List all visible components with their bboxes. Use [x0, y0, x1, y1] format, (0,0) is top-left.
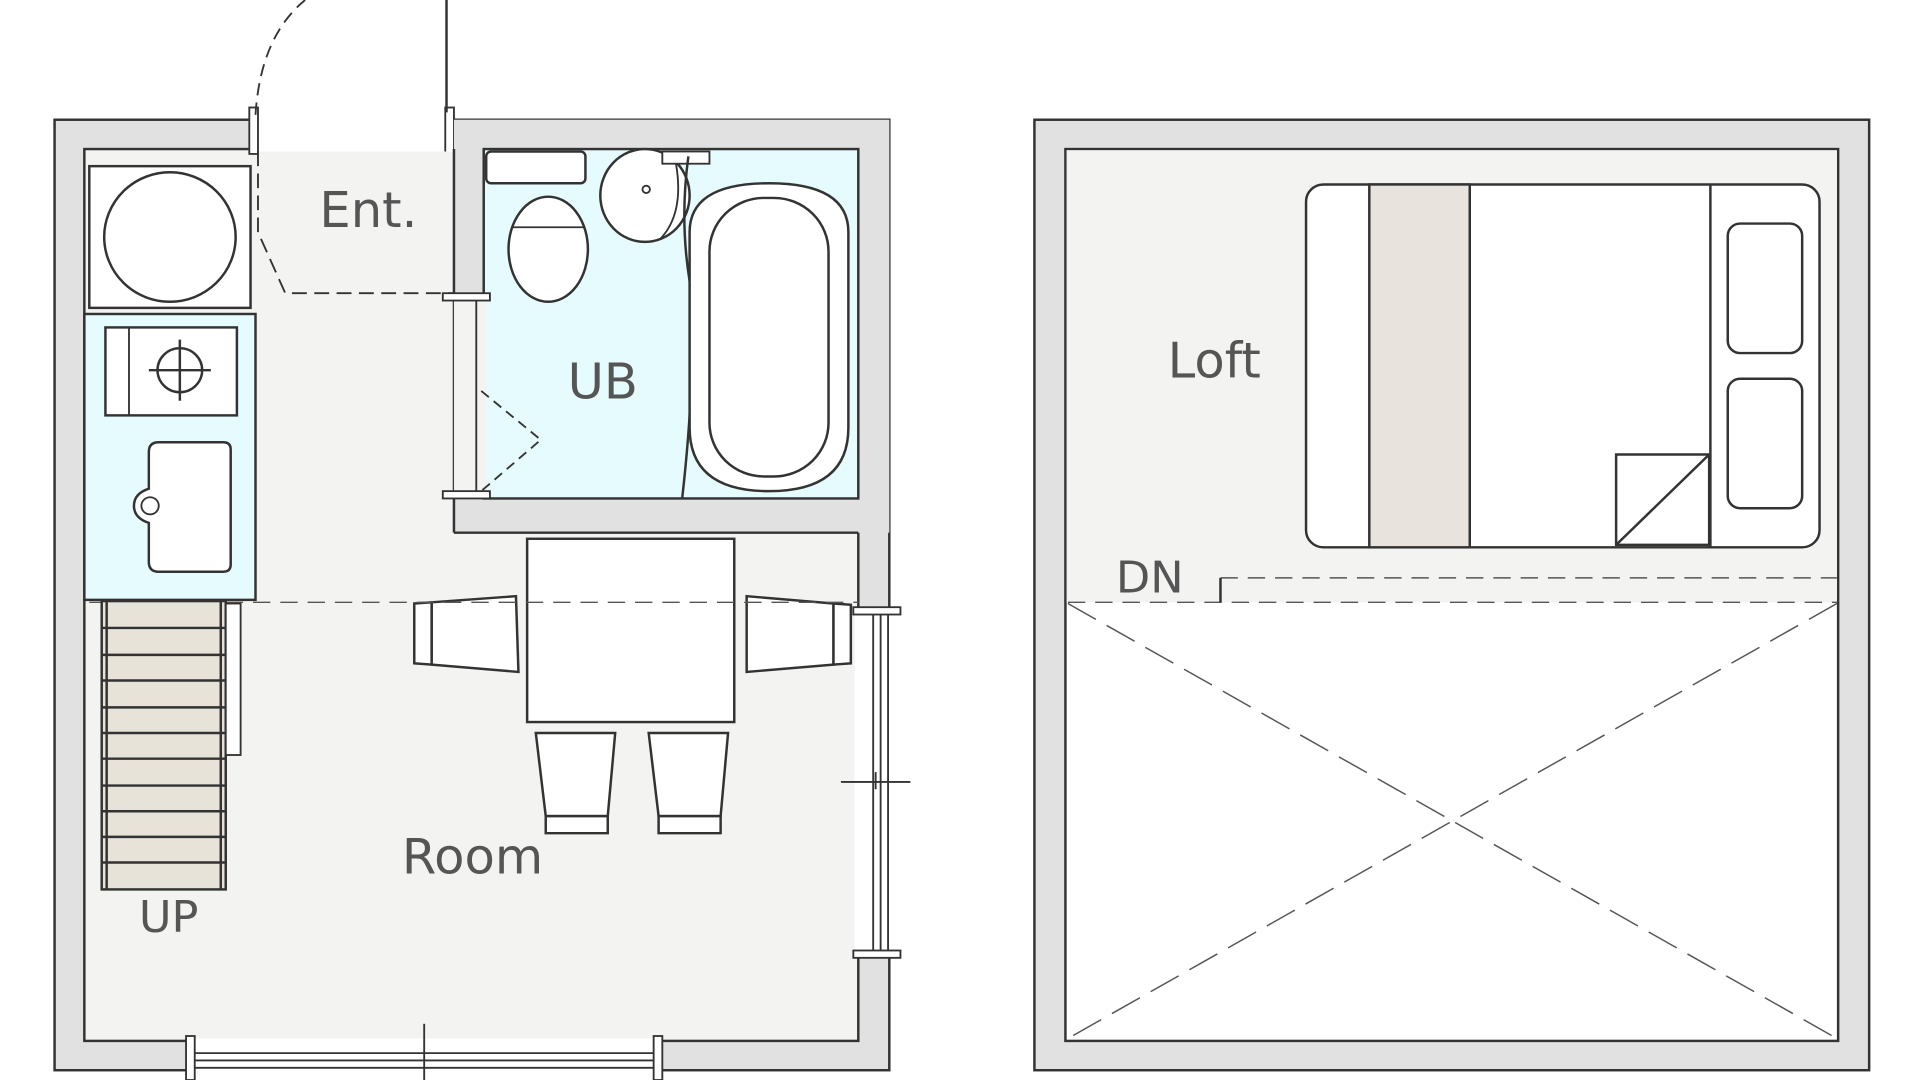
unit-bath-label: UB: [568, 353, 638, 411]
bed-sheet-fold: [1614, 453, 1711, 547]
bed-blanket-band: [1368, 183, 1472, 549]
open-to-below-diagonal: [1067, 602, 1838, 1040]
staircase: [100, 599, 227, 891]
stairs-up-label: UP: [139, 892, 199, 943]
kitchen-sink: [132, 441, 232, 573]
entrance-opening: [251, 117, 451, 152]
toilet-bowl: [507, 195, 590, 303]
wash-basin: [599, 147, 691, 244]
pillow: [1726, 222, 1804, 355]
dining-chair: [430, 594, 520, 674]
pillow: [1726, 377, 1804, 510]
loft-floor-plan: [1033, 118, 1871, 1072]
entrance-label: Ent.: [319, 182, 417, 240]
loft-label: Loft: [1168, 332, 1261, 390]
room-label: Room: [402, 828, 543, 886]
entrance-area: [257, 151, 454, 294]
dining-chair: [534, 731, 617, 818]
dining-table: [525, 537, 736, 724]
faucet: [661, 150, 711, 165]
bathtub-inner: [708, 196, 830, 478]
bath-door-opening: [453, 295, 487, 497]
lower-floor-plan: [53, 0, 911, 1080]
bottom-window: [191, 1038, 660, 1076]
stair-side-panel: [224, 602, 242, 756]
entrance-door-swing: [254, 0, 306, 115]
open-to-below-diagonal: [1067, 602, 1838, 1040]
toilet-tank: [484, 150, 587, 185]
bath-folding-door: [480, 390, 543, 492]
dining-chair: [647, 731, 730, 818]
stairs-down-label: DN: [1116, 553, 1184, 604]
dining-chair: [745, 594, 835, 674]
